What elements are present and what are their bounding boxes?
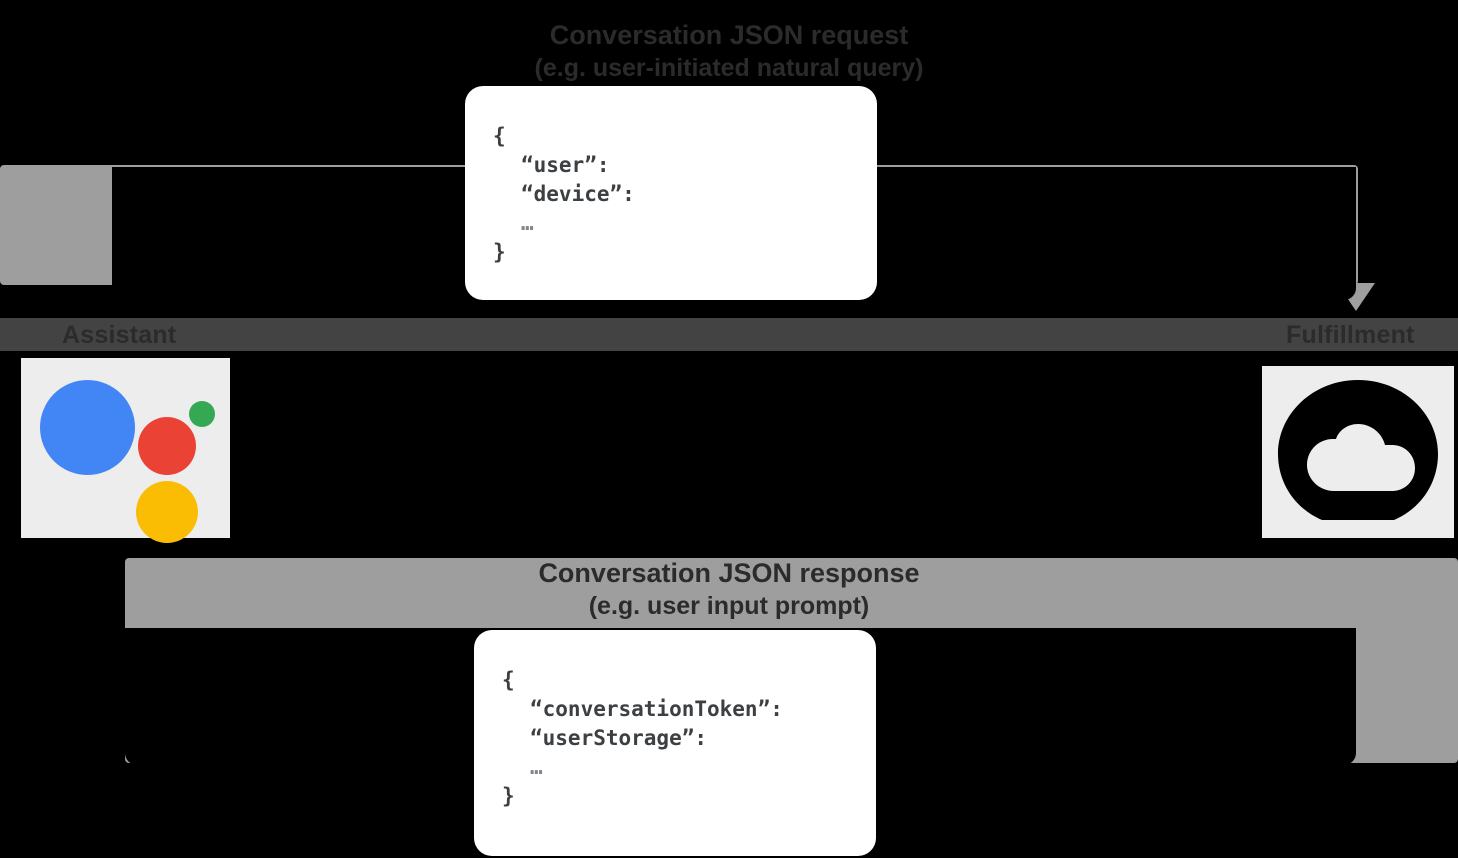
lane-label-assistant: Assistant [62,321,177,349]
json-ellipsis: … [521,211,536,235]
request-flow-label: Conversation JSON request (e.g. user-ini… [0,18,1458,84]
json-ellipsis: … [530,755,545,779]
assistant-dot-green-icon [189,401,215,427]
fulfillment-icon-tile [1262,366,1454,538]
json-field-user-storage: “userStorage”: [530,726,708,750]
request-flow-subtitle: (e.g. user-initiated natural query) [534,54,924,82]
json-field-device: “device”: [521,182,635,206]
assistant-dot-blue-icon [40,380,135,475]
request-flow-title: Conversation JSON request [549,20,909,50]
json-close-brace: } [493,240,506,264]
cloud-icon [1278,380,1438,520]
center-stage-strip [0,351,1458,546]
assistant-dot-yellow-icon [136,481,198,543]
json-close-brace: } [502,784,515,808]
json-open-brace: { [493,124,506,148]
json-field-user: “user”: [521,153,610,177]
response-json-card: { “conversationToken”: “userStorage”: … … [474,630,876,856]
request-json-card: { “user”: “device”: … } [465,86,877,300]
lane-divider-bar [0,318,1458,351]
lane-label-fulfillment: Fulfillment [1286,321,1415,349]
json-field-conversation-token: “conversationToken”: [530,697,783,721]
assistant-icon-tile [21,358,230,543]
assistant-dot-red-icon [138,417,196,475]
json-open-brace: { [502,668,515,692]
